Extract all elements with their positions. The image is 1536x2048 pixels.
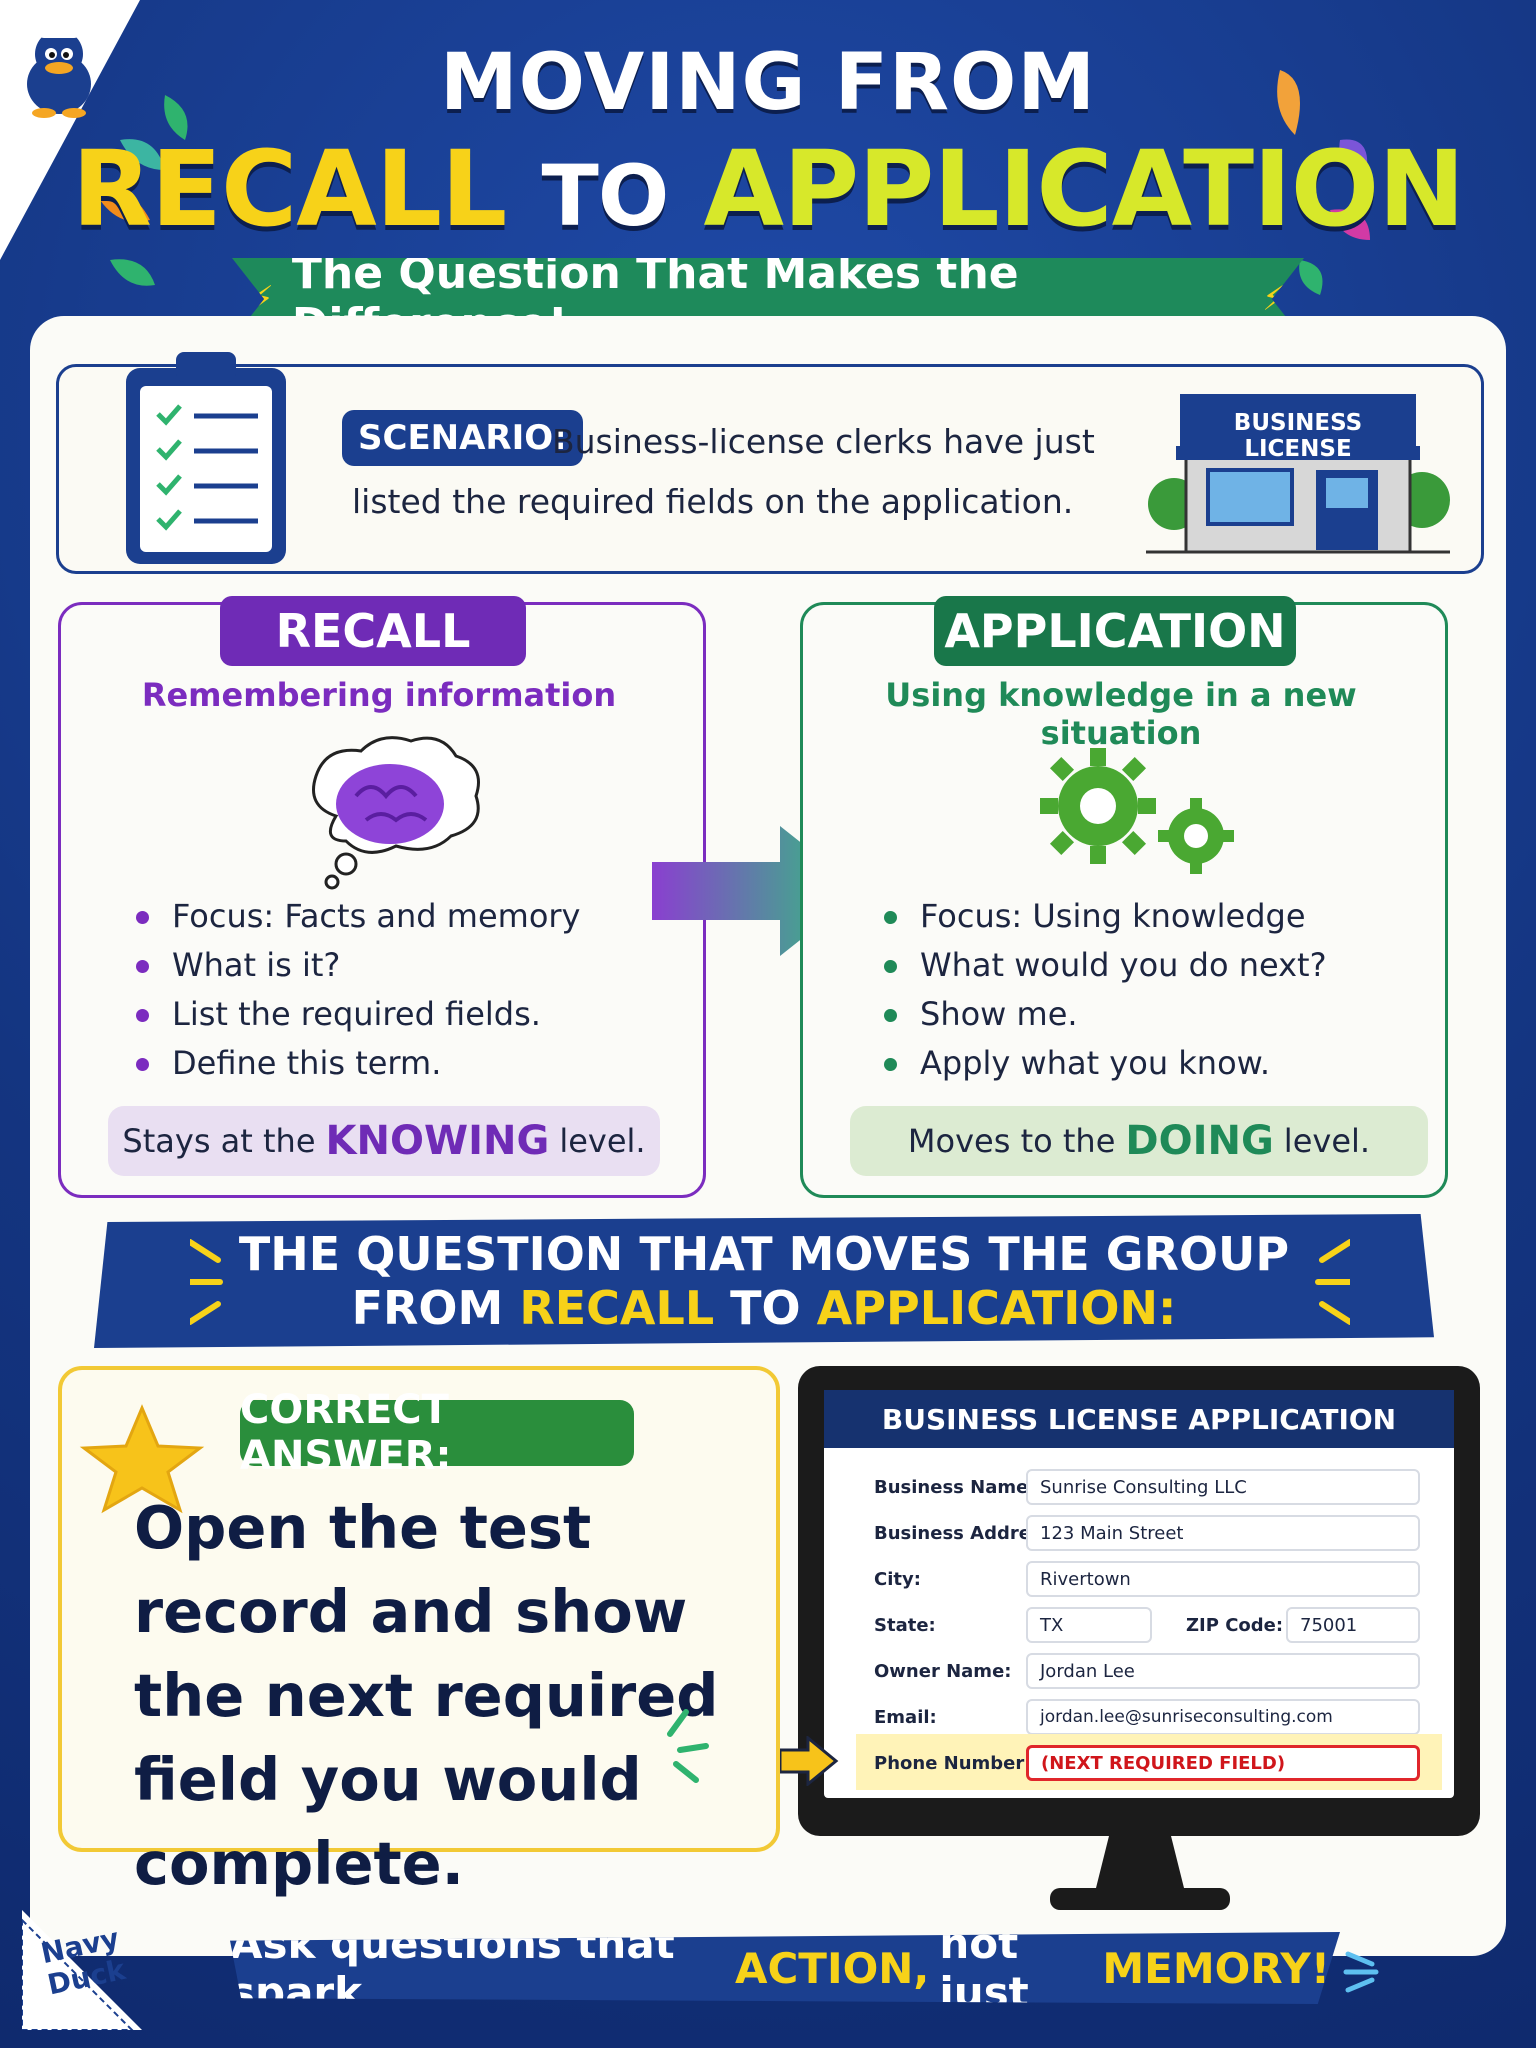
phone-number-field[interactable]: (NEXT REQUIRED FIELD)	[1026, 1745, 1420, 1781]
banner-sparks-icon	[190, 1239, 1350, 1325]
label-business-address: Business Address:	[874, 1522, 1060, 1544]
star-icon	[79, 1404, 205, 1514]
label-business-name: Business Name:	[874, 1476, 1036, 1498]
recall-bullets: Focus: Facts and memory What is it? List…	[128, 892, 688, 1088]
left-spark-burst	[100, 95, 188, 286]
application-bullet: What would you do next?	[876, 941, 1436, 990]
label-owner-name: Owner Name:	[874, 1660, 1012, 1682]
pointer-arrow-icon	[780, 1736, 839, 1786]
zip-field[interactable]: 75001	[1286, 1607, 1420, 1643]
title-line-2: RECALL TO APPLICATION	[0, 128, 1536, 250]
title-recall: RECALL	[71, 128, 507, 250]
title-to: TO	[541, 147, 670, 245]
application-bullet: Show me.	[876, 990, 1436, 1039]
building-sign: BUSINESS LICENSE	[1233, 410, 1363, 462]
banner-line-2: FROM RECALL TO APPLICATION:	[94, 1281, 1434, 1335]
application-footer-pre: Moves to the	[907, 1122, 1116, 1160]
recall-bullet: List the required fields.	[128, 990, 688, 1039]
gears-icon	[1040, 748, 1234, 874]
answer-label: CORRECT ANSWER:	[240, 1387, 634, 1479]
recall-bullet: Focus: Facts and memory	[128, 892, 688, 941]
recall-footer-pre: Stays at the	[122, 1122, 316, 1160]
banner-from: FROM	[351, 1281, 504, 1335]
form-title: BUSINESS LICENSE APPLICATION	[824, 1390, 1454, 1448]
recall-subtitle: Remembering information	[141, 676, 617, 714]
city-field[interactable]: Rivertown	[1026, 1561, 1420, 1597]
application-title: APPLICATION	[934, 596, 1296, 666]
recall-footer-key: KNOWING	[325, 1118, 550, 1164]
recall-title: RECALL	[220, 596, 526, 666]
business-building-icon	[1146, 394, 1450, 554]
owner-name-field[interactable]: Jordan Lee	[1026, 1653, 1420, 1689]
recall-bullet: What is it?	[128, 941, 688, 990]
answer-text: Open the test record and show the next r…	[134, 1493, 719, 1898]
answer-spark-icon	[667, 1709, 709, 1783]
duck-mascot-icon	[27, 24, 91, 118]
label-state: State:	[874, 1614, 936, 1636]
title-application: APPLICATION	[703, 128, 1465, 250]
banner-line-1: THE QUESTION THAT MOVES THE GROUP	[238, 1227, 1290, 1281]
application-subtitle: Using knowledge in a new situation	[885, 676, 1357, 752]
footer-memory: MEMORY!	[1102, 1943, 1330, 1993]
state-field[interactable]: TX	[1026, 1607, 1152, 1643]
scenario-text: Business-license clerks have just listed…	[352, 422, 1095, 521]
application-footer-key: DOING	[1125, 1118, 1274, 1164]
recall-bullet: Define this term.	[128, 1039, 688, 1088]
question-banner: THE QUESTION THAT MOVES THE GROUP FROM R…	[94, 1214, 1434, 1348]
navy-duck-badge	[22, 1910, 142, 2030]
footer-mid: not just	[939, 1919, 1029, 2017]
email-field[interactable]: jordan.lee@sunriseconsulting.com	[1026, 1699, 1420, 1735]
banner-recall: RECALL	[519, 1281, 715, 1335]
brain-thought-icon	[312, 736, 480, 890]
clipboard-checklist-icon	[126, 352, 286, 564]
banner-to: TO	[730, 1281, 801, 1335]
footer-spark-icon	[1343, 1951, 1379, 1993]
application-footer-post: level.	[1283, 1122, 1371, 1160]
application-bullets: Focus: Using knowledge What would you do…	[876, 892, 1436, 1088]
application-bullet: Focus: Using knowledge	[876, 892, 1436, 941]
application-panel	[800, 602, 1448, 1198]
label-phone-number: Phone Number:	[874, 1752, 1032, 1774]
banner-application: APPLICATION:	[816, 1281, 1177, 1335]
footer-action: ACTION,	[734, 1943, 930, 1993]
right-spark-burst	[1277, 70, 1370, 295]
recall-panel	[58, 602, 706, 1198]
label-email: Email:	[874, 1706, 937, 1728]
business-name-field[interactable]: Sunrise Consulting LLC	[1026, 1469, 1420, 1505]
title-line-1: MOVING FROM	[440, 38, 1096, 128]
label-zip: ZIP Code:	[1186, 1614, 1284, 1636]
monitor-stand-icon	[1050, 1832, 1230, 1910]
label-city: City:	[874, 1568, 921, 1590]
scenario-label: SCENARIO:	[342, 410, 583, 466]
business-address-field[interactable]: 123 Main Street	[1026, 1515, 1420, 1551]
license-form-screen: Business Name:Sunrise Consulting LLC Bus…	[824, 1390, 1454, 1798]
application-bullet: Apply what you know.	[876, 1039, 1436, 1088]
recall-footer-post: level.	[559, 1122, 646, 1160]
